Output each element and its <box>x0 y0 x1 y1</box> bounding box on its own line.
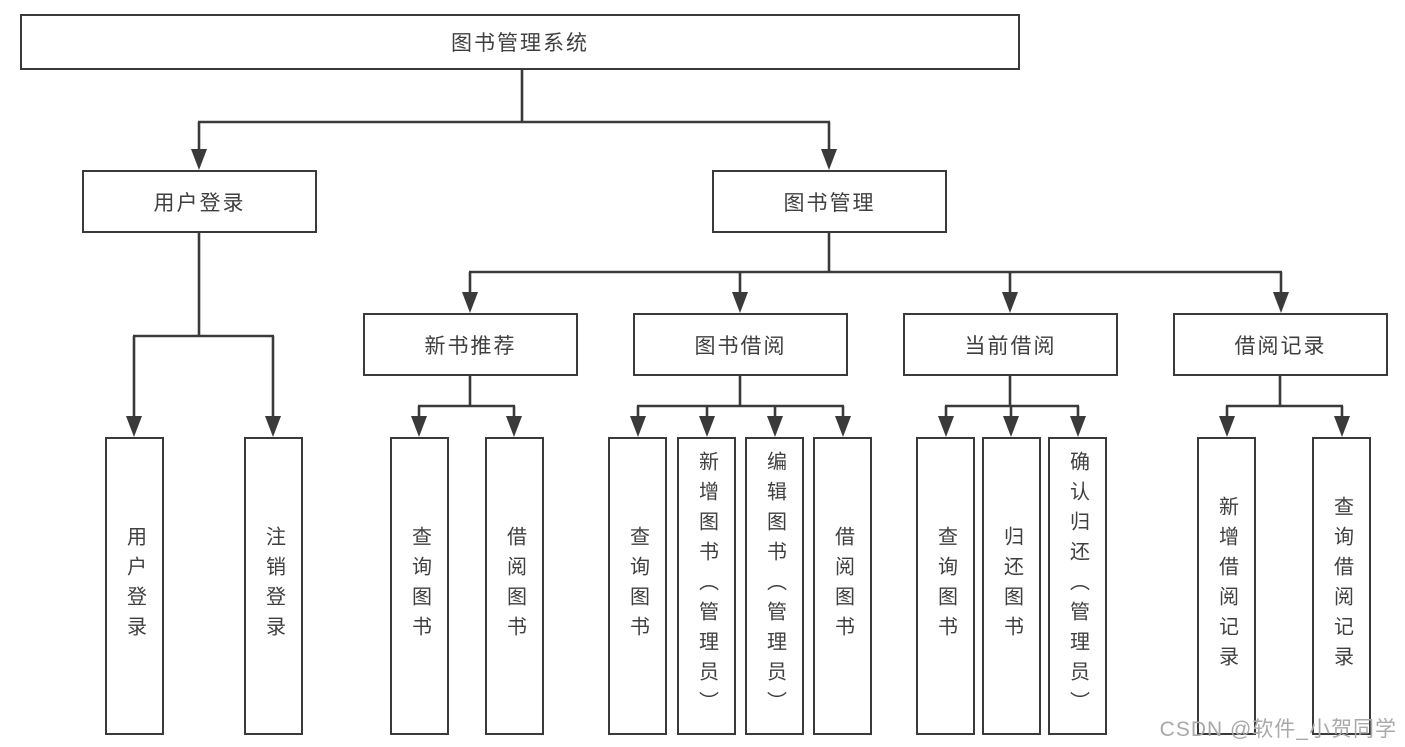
node-current-borrow: 当前借阅 <box>903 313 1118 376</box>
leaf-confirm-return-admin-label: 确认归还（管理员） <box>1066 451 1089 721</box>
leaf-recommend-query-books: 查询图书 <box>390 437 449 735</box>
leaf-edit-book-admin-label: 编辑图书（管理员） <box>763 451 786 721</box>
leaf-current-query-books-label: 查询图书 <box>934 526 957 646</box>
node-current-borrow-label: 当前借阅 <box>964 334 1057 358</box>
watermark: CSDN @软件_小贺同学 <box>1159 718 1397 741</box>
leaf-confirm-return-admin: 确认归还（管理员） <box>1048 437 1107 735</box>
node-new-book-recommend: 新书推荐 <box>363 313 578 376</box>
leaf-user-login-label: 用户登录 <box>123 526 146 646</box>
leaf-borrow-query-books: 查询图书 <box>608 437 667 735</box>
node-new-book-recommend-label: 新书推荐 <box>424 334 517 358</box>
leaf-recommend-borrow-books-label: 借阅图书 <box>503 526 526 646</box>
node-book-management: 图书管理 <box>712 170 947 233</box>
leaf-borrow-query-books-label: 查询图书 <box>626 526 649 646</box>
leaf-borrow-borrow-books-label: 借阅图书 <box>831 526 854 646</box>
node-book-borrow-label: 图书借阅 <box>694 334 787 358</box>
leaf-query-borrow-record: 查询借阅记录 <box>1312 437 1371 735</box>
arrowheads <box>126 149 1350 437</box>
leaf-recommend-query-books-label: 查询图书 <box>408 526 431 646</box>
leaf-logout: 注销登录 <box>244 437 303 735</box>
leaf-logout-label: 注销登录 <box>262 526 285 646</box>
leaf-edit-book-admin: 编辑图书（管理员） <box>745 437 804 735</box>
node-root-label: 图书管理系统 <box>451 32 589 55</box>
leaf-add-borrow-record-label: 新增借阅记录 <box>1215 496 1238 676</box>
node-book-borrow: 图书借阅 <box>633 313 848 376</box>
node-root: 图书管理系统 <box>20 14 1020 70</box>
node-user-login-label: 用户登录 <box>153 191 246 215</box>
leaf-return-book-label: 归还图书 <box>1000 526 1023 646</box>
leaf-user-login: 用户登录 <box>105 437 164 735</box>
leaf-borrow-borrow-books: 借阅图书 <box>813 437 872 735</box>
leaf-current-query-books: 查询图书 <box>916 437 975 735</box>
leaf-recommend-borrow-books: 借阅图书 <box>485 437 544 735</box>
leaf-query-borrow-record-label: 查询借阅记录 <box>1330 496 1353 676</box>
leaf-return-book: 归还图书 <box>982 437 1041 735</box>
node-borrow-records: 借阅记录 <box>1173 313 1388 376</box>
leaf-add-book-admin: 新增图书（管理员） <box>677 437 736 735</box>
leaf-add-borrow-record: 新增借阅记录 <box>1197 437 1256 735</box>
leaf-add-book-admin-label: 新增图书（管理员） <box>695 451 718 721</box>
node-borrow-records-label: 借阅记录 <box>1234 334 1327 358</box>
node-user-login: 用户登录 <box>82 170 317 233</box>
node-book-management-label: 图书管理 <box>783 191 876 215</box>
